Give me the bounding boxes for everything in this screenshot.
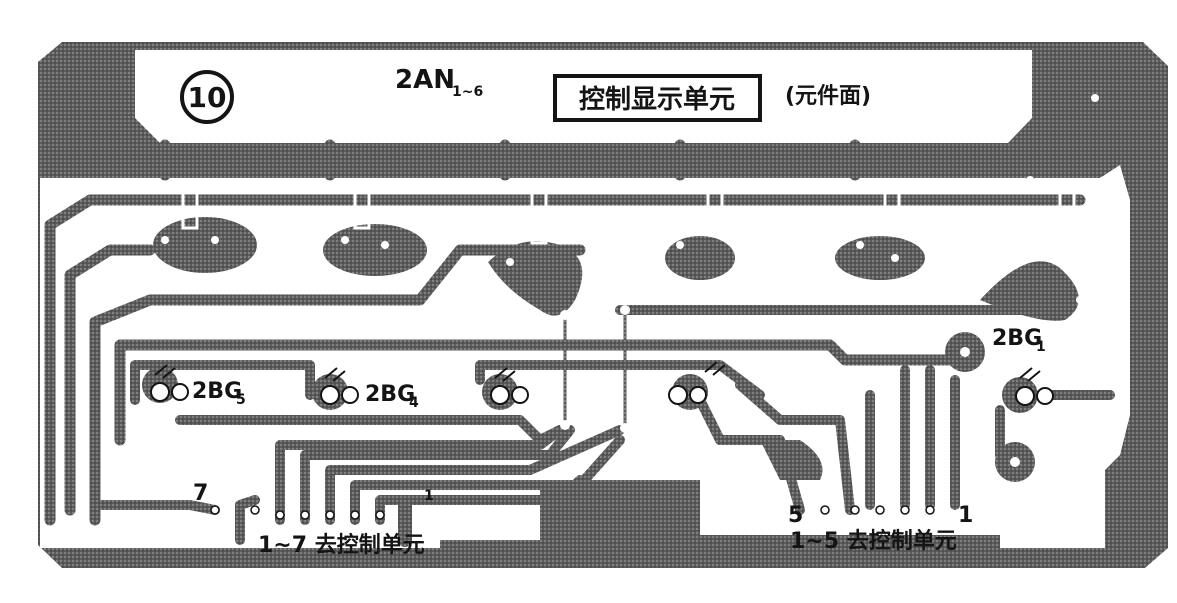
svg-text:5: 5 [236,392,246,408]
right-connector-caption: 1~5 去控制单元 [790,528,957,554]
connector-pins-left [210,505,385,520]
svg-text:2BG: 2BG [655,315,705,340]
transistor-footprints [150,382,1054,406]
svg-text:2: 2 [699,327,709,343]
svg-text:2BG: 2BG [992,326,1042,351]
transistor-label-2bg1: 2BG 1 [992,326,1046,355]
left-connector-caption: 1~7 去控制单元 [258,532,425,558]
svg-text:2BG: 2BG [468,315,518,340]
svg-text:4: 4 [409,395,419,411]
svg-text:3: 3 [512,327,522,343]
svg-text:2BG: 2BG [365,382,415,407]
board-number-badge: 10 [180,70,234,124]
transistor-label-2bg5: 2BG 5 [192,379,246,408]
transistor-label-2bg2: 2BG 2 [655,315,709,343]
part-ref-sub: 1~6 [452,84,483,100]
connector-pins-right [820,505,935,515]
svg-text:1: 1 [1036,339,1046,355]
pads-holes [161,94,1099,523]
transistor-label-2bg3: 2BG 3 [468,315,522,343]
right-connector-pin-last: 1 [958,503,973,528]
svg-text:2BG: 2BG [192,379,242,404]
board-number: 10 [188,81,227,114]
part-ref: 2AN [395,65,455,95]
left-connector-pin-first: 7 [193,481,208,506]
right-connector-pin-first: 5 [788,503,803,528]
title: 控制显示单元 [579,85,735,115]
switch-footprints [181,186,1076,245]
left-connector-pin-last: 1 [424,488,434,504]
copper-traces [44,139,1115,547]
side-note: (元件面) [785,84,871,109]
transistor-label-2bg4: 2BG 4 [365,382,419,411]
led-emission-marks [154,361,1041,382]
title-box: 控制显示单元 [553,74,762,122]
